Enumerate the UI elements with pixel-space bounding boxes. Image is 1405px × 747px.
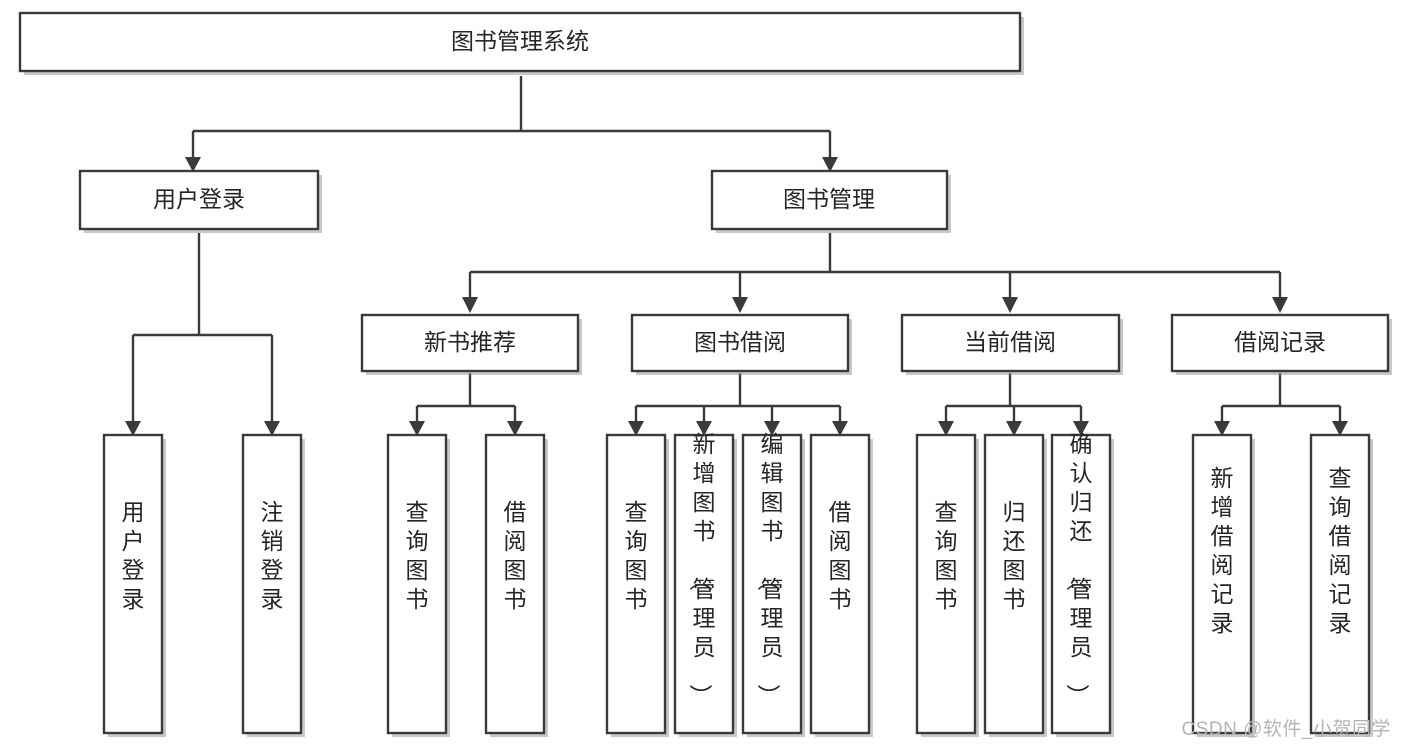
leaf-label: 归还图书 <box>1003 499 1026 612</box>
leaf-currentborrow-confirm[interactable]: 确认归还（管理员） <box>1050 431 1114 737</box>
node-book-borrow[interactable]: 图书借阅 <box>630 313 852 375</box>
leaf-label: 注销登录 <box>261 499 284 612</box>
arrowhead-icon <box>1073 421 1089 436</box>
node-rect <box>241 433 303 735</box>
edge-newbook-bus <box>415 373 517 424</box>
arrowhead-icon <box>822 157 838 172</box>
arrowhead-icon <box>185 157 201 172</box>
edge-currentborrow-bus <box>944 373 1083 424</box>
leaf-bookborrow-query[interactable]: 查询图书 <box>605 433 669 737</box>
arrowhead-icon <box>1002 297 1018 313</box>
node-rect <box>915 433 977 735</box>
node-book-management[interactable]: 图书管理 <box>710 169 951 233</box>
leaf-borrowrecord-add[interactable]: 新增借阅记录 <box>1191 433 1255 737</box>
leaf-borrowrecord-query[interactable]: 查询借阅记录 <box>1309 433 1373 737</box>
leaf-label: 新增借阅记录 <box>1211 465 1234 636</box>
node-user-login[interactable]: 用户登录 <box>78 169 322 233</box>
node-label-current-borrow: 当前借阅 <box>964 329 1056 355</box>
node-rect <box>630 313 850 373</box>
node-rect <box>983 433 1045 735</box>
node-label-book-borrow: 图书借阅 <box>694 329 786 355</box>
node-rect <box>605 433 667 735</box>
leaf-label: 借阅图书 <box>829 499 852 612</box>
leaf-bookborrow-edit[interactable]: 编辑图书（管理员） <box>741 431 805 737</box>
edge-bookmgmt-bus <box>468 233 1282 300</box>
node-rect <box>1050 433 1112 735</box>
node-borrow-record[interactable]: 借阅记录 <box>1170 313 1392 375</box>
arrowhead-icon <box>125 421 141 436</box>
node-rect <box>710 169 949 231</box>
node-label-new-book-recommend: 新书推荐 <box>424 329 516 355</box>
connectors-layer <box>131 76 1342 424</box>
leaf-newbook-borrow[interactable]: 借阅图书 <box>484 433 548 737</box>
arrowhead-icon <box>764 421 780 436</box>
leaf-newbook-query[interactable]: 查询图书 <box>386 433 450 737</box>
leaf-bookborrow-add[interactable]: 新增图书（管理员） <box>673 431 737 737</box>
arrowhead-icon <box>1006 421 1022 436</box>
leaf-user-login-logout[interactable]: 注销登录 <box>241 433 305 737</box>
csdn-watermark: CSDN @软件_小贺同学 <box>1181 719 1391 740</box>
node-rect <box>360 313 580 373</box>
edge-bookborrow-bus <box>634 373 842 424</box>
leaf-currentborrow-return[interactable]: 归还图书 <box>983 433 1047 737</box>
arrowhead-icon <box>264 421 280 436</box>
node-rect <box>900 313 1121 373</box>
node-rect <box>78 169 320 231</box>
leaf-label: 用户登录 <box>122 499 145 612</box>
leaf-bookborrow-borrow[interactable]: 借阅图书 <box>809 433 873 737</box>
node-rect <box>1309 433 1371 735</box>
leaf-label: 查询图书 <box>625 499 648 612</box>
node-rect <box>1191 433 1253 735</box>
node-rect <box>673 433 735 735</box>
node-rect <box>484 433 546 735</box>
edge-root-bus <box>191 76 832 160</box>
node-label-user-login: 用户登录 <box>153 186 245 212</box>
leaf-label: 查询借阅记录 <box>1329 465 1352 636</box>
leaf-label: 确认归还（管理员） <box>1065 431 1093 707</box>
node-rect <box>809 433 871 735</box>
leaf-label: 查询图书 <box>406 499 429 612</box>
arrowhead-icon <box>409 421 425 436</box>
node-rect <box>386 433 448 735</box>
leaf-currentborrow-query[interactable]: 查询图书 <box>915 433 979 737</box>
arrowhead-icon <box>1214 421 1230 436</box>
arrowhead-icon <box>938 421 954 436</box>
arrowhead-icon <box>732 297 748 313</box>
leaf-label: 借阅图书 <box>504 499 527 612</box>
arrowhead-icon <box>507 421 523 436</box>
node-rect <box>1170 313 1390 373</box>
leaf-label: 查询图书 <box>935 499 958 612</box>
node-rect <box>18 11 1022 73</box>
arrowhead-icon <box>628 421 644 436</box>
edge-userlogin-bus <box>131 233 274 424</box>
arrowhead-icon <box>1332 421 1348 436</box>
arrowhead-icon <box>462 297 478 313</box>
node-root[interactable]: 图书管理系统 <box>18 11 1024 75</box>
arrowhead-icon <box>832 421 848 436</box>
leaf-user-login-login[interactable]: 用户登录 <box>102 433 166 737</box>
leaf-label: 新增图书（管理员） <box>688 431 716 707</box>
arrowhead-icon <box>1272 297 1288 313</box>
leaf-label: 编辑图书（管理员） <box>756 431 784 707</box>
edge-borrowrecord-bus <box>1220 373 1342 424</box>
node-rect <box>102 433 164 735</box>
node-new-book-recommend[interactable]: 新书推荐 <box>360 313 582 375</box>
node-current-borrow[interactable]: 当前借阅 <box>900 313 1123 375</box>
arrowheads-layer <box>125 157 1348 436</box>
node-label-book-management: 图书管理 <box>783 186 875 212</box>
node-rect <box>741 433 803 735</box>
node-label-borrow-record: 借阅记录 <box>1234 329 1326 355</box>
arrowhead-icon <box>696 421 712 436</box>
node-label-root: 图书管理系统 <box>451 28 589 54</box>
